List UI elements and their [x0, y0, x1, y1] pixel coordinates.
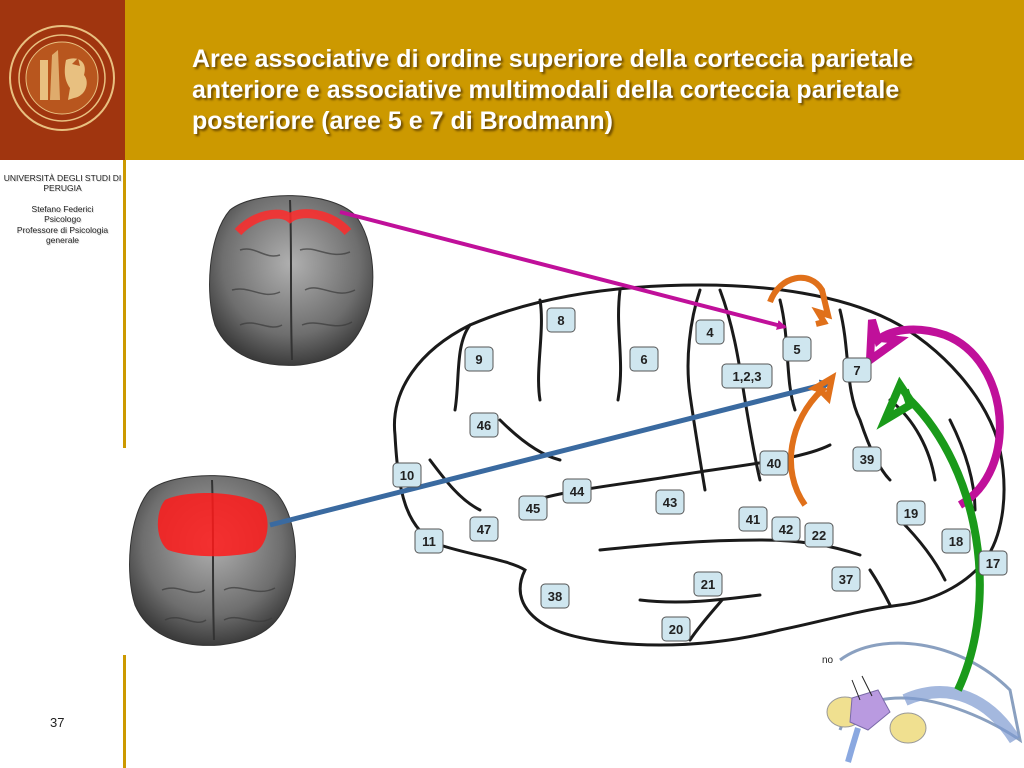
area-37: 37 — [832, 567, 860, 591]
svg-text:6: 6 — [640, 352, 647, 367]
arrows — [270, 212, 1000, 690]
svg-text:10: 10 — [400, 468, 414, 483]
svg-text:45: 45 — [526, 501, 540, 516]
brain-view-top — [210, 196, 373, 366]
area-7: 7 — [843, 358, 871, 382]
area-17: 17 — [979, 551, 1007, 575]
area-1-2-3: 1,2,3 — [722, 364, 772, 388]
arrow-orange-bottom — [791, 378, 832, 505]
area-19: 19 — [897, 501, 925, 525]
area-22: 22 — [805, 523, 833, 547]
partial-label: no — [822, 655, 834, 666]
area-42: 42 — [772, 517, 800, 541]
area-5: 5 — [783, 337, 811, 361]
svg-text:42: 42 — [779, 522, 793, 537]
area-11: 11 — [415, 529, 443, 553]
area-46: 46 — [470, 413, 498, 437]
svg-text:22: 22 — [812, 528, 826, 543]
svg-text:4: 4 — [706, 325, 714, 340]
svg-text:11: 11 — [422, 534, 436, 549]
highlight-posterior-parietal — [158, 493, 268, 556]
area-6: 6 — [630, 347, 658, 371]
svg-text:37: 37 — [839, 572, 853, 587]
area-10: 10 — [393, 463, 421, 487]
svg-text:17: 17 — [986, 556, 1000, 571]
area-40: 40 — [760, 451, 788, 475]
svg-text:7: 7 — [853, 363, 860, 378]
area-47: 47 — [470, 517, 498, 541]
arrow-blue — [270, 383, 830, 525]
svg-text:44: 44 — [570, 484, 585, 499]
svg-text:19: 19 — [904, 506, 918, 521]
svg-text:38: 38 — [548, 589, 562, 604]
svg-text:18: 18 — [949, 534, 963, 549]
svg-text:9: 9 — [475, 352, 482, 367]
area-21: 21 — [694, 572, 722, 596]
area-9: 9 — [465, 347, 493, 371]
svg-text:39: 39 — [860, 452, 874, 467]
svg-text:41: 41 — [746, 512, 760, 527]
area-20: 20 — [662, 617, 690, 641]
limbic-sketch: no — [822, 643, 1020, 762]
svg-text:40: 40 — [767, 456, 781, 471]
svg-text:47: 47 — [477, 522, 491, 537]
brain-view-bottom — [130, 476, 296, 646]
area-18: 18 — [942, 529, 970, 553]
area-39: 39 — [853, 447, 881, 471]
svg-text:46: 46 — [477, 418, 491, 433]
area-44: 44 — [563, 479, 591, 503]
svg-text:8: 8 — [557, 313, 564, 328]
svg-text:21: 21 — [701, 577, 715, 592]
svg-text:5: 5 — [793, 342, 800, 357]
area-45: 45 — [519, 496, 547, 520]
area-38: 38 — [541, 584, 569, 608]
area-4: 4 — [696, 320, 724, 344]
svg-text:43: 43 — [663, 495, 677, 510]
svg-text:20: 20 — [669, 622, 683, 637]
area-8: 8 — [547, 308, 575, 332]
area-43: 43 — [656, 490, 684, 514]
svg-text:1,2,3: 1,2,3 — [733, 369, 762, 384]
area-41: 41 — [739, 507, 767, 531]
